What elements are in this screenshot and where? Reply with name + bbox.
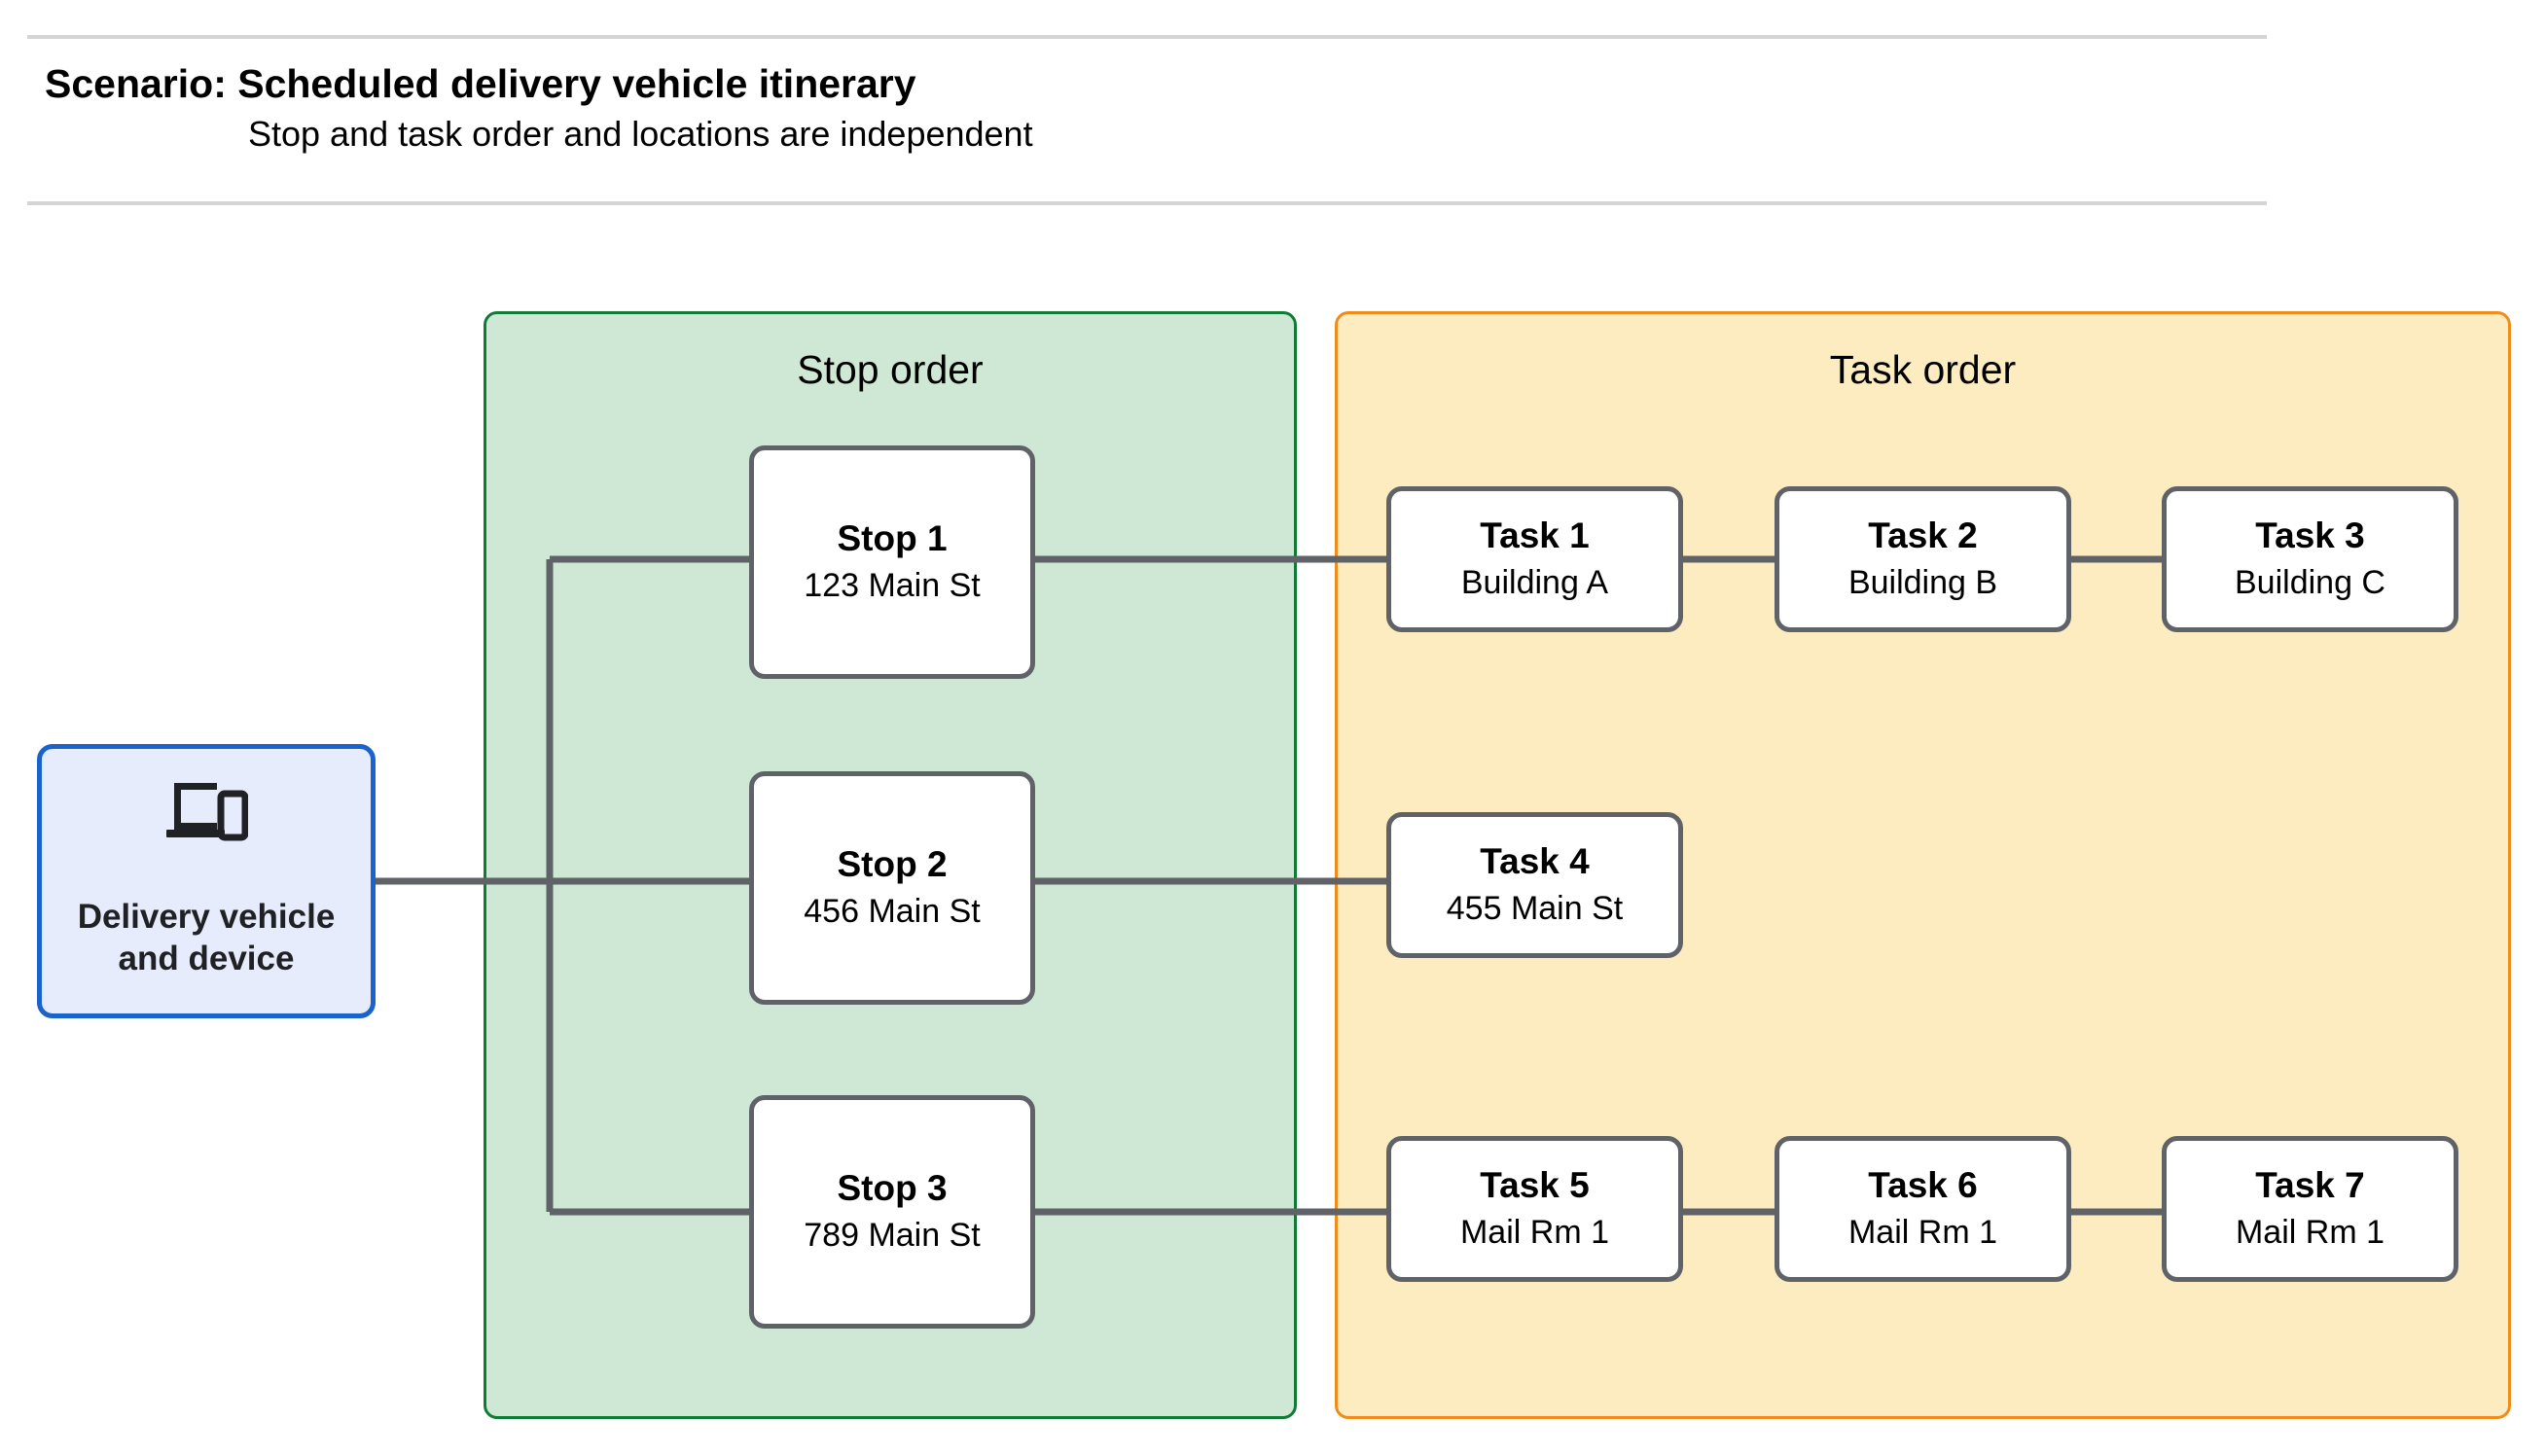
task-node-6[interactable]: Task 6 Mail Rm 1 — [1775, 1136, 2071, 1282]
page-title: Scenario: Scheduled delivery vehicle iti… — [45, 61, 916, 106]
stop-node-location: 789 Main St — [804, 1216, 981, 1254]
task-node-5[interactable]: Task 5 Mail Rm 1 — [1386, 1136, 1683, 1282]
stop-node-title: Stop 2 — [837, 844, 948, 885]
task-node-location: Building B — [1847, 563, 1998, 601]
device-label-line-2: and device — [118, 939, 295, 977]
task-node-title: Task 3 — [2255, 515, 2365, 556]
stop-node-title: Stop 3 — [837, 1168, 948, 1209]
task-node-7[interactable]: Task 7 Mail Rm 1 — [2162, 1136, 2458, 1282]
stop-order-panel-title: Stop order — [797, 347, 984, 392]
task-node-location: Mail Rm 1 — [1847, 1213, 1998, 1251]
stop-node-3[interactable]: Stop 3 789 Main St — [749, 1095, 1035, 1329]
delivery-vehicle-and-device-node[interactable]: Delivery vehicle and device — [37, 744, 376, 1018]
laptop-and-phone-icon — [164, 777, 249, 850]
task-node-location: Mail Rm 1 — [1459, 1213, 1610, 1251]
delivery-vehicle-label: Delivery vehicle and device — [78, 897, 336, 979]
task-node-title: Task 5 — [1480, 1165, 1590, 1206]
header-divider-bottom — [27, 201, 2267, 205]
task-node-2[interactable]: Task 2 Building B — [1775, 486, 2071, 632]
task-order-panel-title: Task order — [1829, 347, 2017, 392]
task-node-4[interactable]: Task 4 455 Main St — [1386, 812, 1683, 958]
task-node-title: Task 4 — [1480, 841, 1590, 882]
stop-node-2[interactable]: Stop 2 456 Main St — [749, 771, 1035, 1005]
task-node-location: Building C — [2235, 563, 2385, 601]
task-node-title: Task 7 — [2255, 1165, 2365, 1206]
task-node-title: Task 2 — [1868, 515, 1978, 556]
device-label-line-1: Delivery vehicle — [77, 897, 336, 936]
stop-node-location: 456 Main St — [804, 892, 981, 930]
header: Scenario: Scheduled delivery vehicle iti… — [0, 0, 2546, 219]
task-node-3[interactable]: Task 3 Building C — [2162, 486, 2458, 632]
stop-node-title: Stop 1 — [837, 518, 948, 559]
task-node-1[interactable]: Task 1 Building A — [1386, 486, 1683, 632]
task-node-location: Building A — [1460, 563, 1609, 601]
task-node-title: Task 1 — [1480, 515, 1590, 556]
stop-node-location: 123 Main St — [804, 566, 981, 604]
task-node-location: Mail Rm 1 — [2235, 1213, 2385, 1251]
header-divider-top — [27, 35, 2267, 39]
task-node-title: Task 6 — [1868, 1165, 1978, 1206]
task-node-location: 455 Main St — [1446, 889, 1624, 927]
stop-node-1[interactable]: Stop 1 123 Main St — [749, 445, 1035, 679]
page-subtitle: Stop and task order and locations are in… — [248, 114, 1033, 154]
